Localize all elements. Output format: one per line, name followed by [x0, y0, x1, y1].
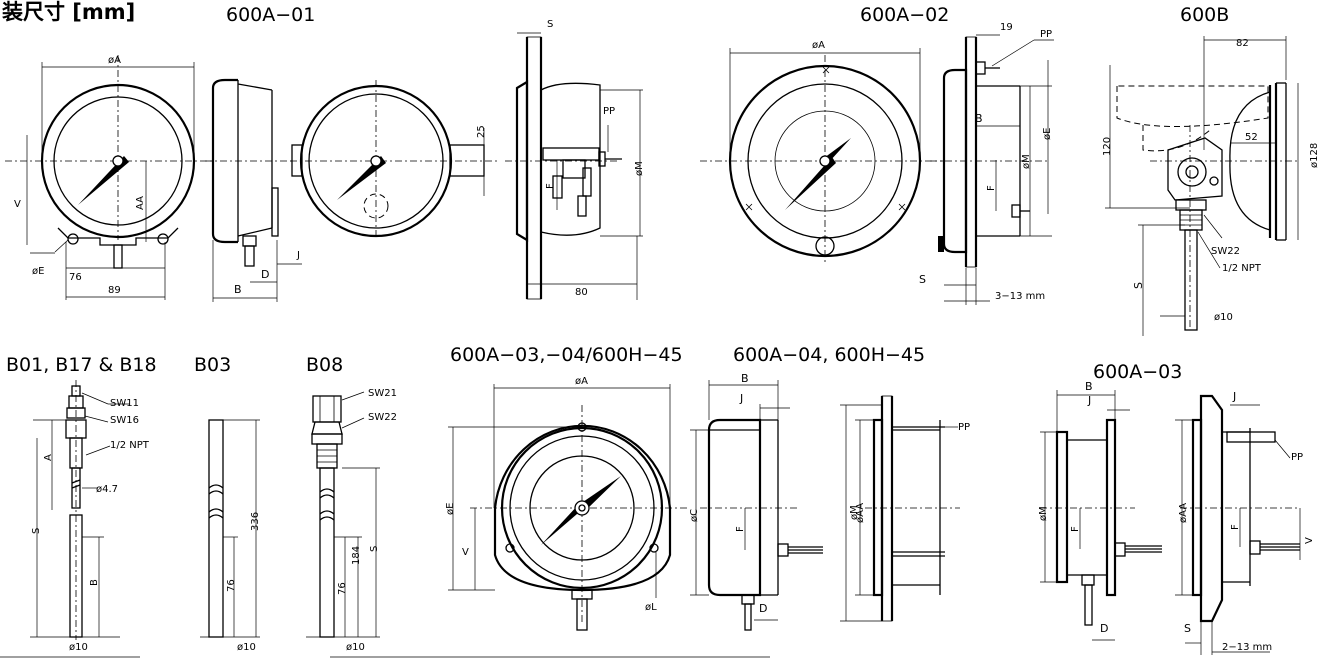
dim-600a04-phiAA: øAA [855, 503, 866, 523]
dim-600b-52: 52 [1245, 132, 1258, 143]
dim-600a01f-F: F [545, 183, 556, 189]
view-600a-03-right-flange: PP J øAA F V S 2−13 mm [1175, 390, 1315, 655]
dim-b01-phi47: ø4.7 [96, 484, 118, 495]
dim-600a03rf-S: S [1184, 622, 1191, 635]
dim-600a03-phiL: øL [645, 602, 657, 613]
dim-600a03r-B: B [1085, 380, 1093, 393]
dim-600b-SW22: SW22 [1211, 246, 1240, 257]
dim-600a04-phiM: øM [849, 505, 860, 520]
dim-600a03r-F: F [1070, 526, 1081, 532]
dim-600a03s-J: J [739, 392, 743, 405]
dim-b03-phi10: ø10 [237, 642, 256, 653]
dim-b03-76: 76 [226, 579, 237, 592]
dim-600a03s-B: B [741, 372, 749, 385]
dim-600a03rf-2-13: 2−13 mm [1222, 642, 1272, 653]
dim-600a01f-S: S [547, 19, 553, 30]
dim-b08-phi10: ø10 [346, 642, 365, 653]
sheet-header: 装尺寸 [mm] [2, 0, 135, 24]
dim-600a01s-B: B [234, 283, 242, 296]
view-600a-02-side: B øE øM F 19 PP S 3−13 mm [919, 22, 1054, 305]
title-600a-03-04: 600A−03,−04/600H−45 [450, 344, 683, 366]
dim-600a04-PP: PP [958, 422, 970, 433]
dim-600a03rf-V: V [1304, 537, 1315, 544]
title-600a-01: 600A−01 [226, 4, 315, 26]
title-600b: 600B [1180, 4, 1229, 26]
dim-600a01s-D: D [261, 268, 269, 281]
dim-b01-sw11: SW11 [110, 398, 139, 409]
view-b01: SW11 SW16 1/2 NPT ø4.7 A S B ø10 [30, 380, 150, 653]
view-600a-03-side: B J øC F D [689, 372, 823, 631]
dim-600a03r-D: D [1100, 622, 1108, 635]
dim-600b-npt: 1/2 NPT [1222, 263, 1262, 274]
dim-b08-184: 184 [351, 546, 362, 565]
dim-b08-sw22: SW22 [368, 412, 397, 423]
dim-b08-S: S [369, 546, 380, 552]
dim-600b-128: ø128 [1309, 143, 1320, 168]
dim-600a03-phiA: øA [575, 376, 588, 387]
dim-600a03r-phiM: øM [1038, 506, 1049, 521]
dim-b01-B: B [89, 579, 100, 586]
dim-600a03-V: V [462, 547, 469, 558]
dim-600a01-AA: AA [135, 196, 146, 210]
dim-600a01-V: V [14, 199, 21, 210]
dim-600a03rf-phiAA: øAA [1178, 503, 1189, 523]
title-600a-02: 600A−02 [860, 4, 949, 26]
dim-600a03s-D: D [759, 602, 767, 615]
dim-600a01f-PP: PP [603, 106, 615, 117]
dim-600a02s-3-13: 3−13 mm [995, 291, 1045, 302]
dim-600b-120: 120 [1102, 137, 1113, 156]
dim-600a01s-J: J [296, 250, 300, 261]
dim-600a02s-S: S [919, 273, 926, 286]
view-600a-03-right-side: B J øM F D [1038, 380, 1162, 641]
dim-600b-phi10: ø10 [1214, 312, 1233, 323]
dim-600a01-phiE: øE [32, 266, 44, 277]
dim-b01-S: S [31, 528, 42, 534]
title-b08: B08 [306, 354, 343, 376]
dim-600a02s-PP: PP [1040, 29, 1052, 40]
dim-600a01-76: 76 [69, 272, 82, 283]
view-600a-01-flange: øM PP F 80 S [505, 19, 645, 300]
view-600a-04-flange: PP øAA øM [840, 395, 970, 622]
dim-b01-npt: 1/2 NPT [110, 440, 150, 451]
dim-600a02s-B: B [975, 112, 983, 125]
dim-b08-sw21: SW21 [368, 388, 397, 399]
dim-600a03r-J: J [1087, 394, 1091, 407]
dim-b01-phi10: ø10 [69, 642, 88, 653]
dim-600a01r-25: 25 [476, 125, 487, 138]
dim-600a03s-F: F [735, 526, 746, 532]
view-600a-01-side: B D J [205, 78, 302, 302]
view-600a-02-front: øA [700, 40, 945, 265]
dim-b08-76: 76 [337, 582, 348, 595]
dim-600a01f-phiM: øM [634, 161, 645, 176]
dim-600a01-phiA: øA [108, 55, 121, 66]
title-600a-03: 600A−03 [1093, 361, 1182, 383]
dim-600a03-phiE: øE [445, 503, 456, 515]
title-600a-04-600h-45: 600A−04, 600H−45 [733, 344, 925, 366]
dim-600a02s-19: 19 [1000, 22, 1013, 33]
title-b01: B01, B17 & B18 [6, 354, 157, 376]
view-600a-01-rear: 25 [290, 80, 500, 240]
dim-b01-A: A [43, 454, 54, 461]
dim-600b-S: S [1132, 282, 1145, 289]
dim-600a03rf-J: J [1232, 390, 1236, 403]
dim-600a01-89: 89 [108, 285, 121, 296]
dim-b03-336: 336 [250, 512, 261, 531]
dim-600a01f-80: 80 [575, 287, 588, 298]
dim-600a03rf-PP: PP [1291, 452, 1303, 463]
dim-600a02-phiA: øA [812, 40, 825, 51]
view-b08: SW21 SW22 S 184 76 ø10 [306, 388, 397, 653]
dim-600a02s-F: F [986, 185, 997, 191]
view-600a-01-front: øA V AA 76 89 øE [5, 55, 215, 300]
title-b03: B03 [194, 354, 231, 376]
view-600b: 82 52 120 ø128 SW22 1/2 NPT S ø10 [1102, 36, 1320, 336]
dim-600a02s-phiE: øE [1042, 128, 1053, 140]
view-b03: 336 76 ø10 [200, 419, 261, 653]
dim-600a02s-phiM: øM [1021, 154, 1032, 169]
dim-b01-sw16: SW16 [110, 415, 139, 426]
dim-600a03rf-F: F [1230, 524, 1241, 530]
dim-600a03s-phiC: øC [689, 509, 700, 522]
dim-600b-82: 82 [1236, 38, 1249, 49]
view-600a-03-front: øA øE V øL [445, 376, 690, 631]
